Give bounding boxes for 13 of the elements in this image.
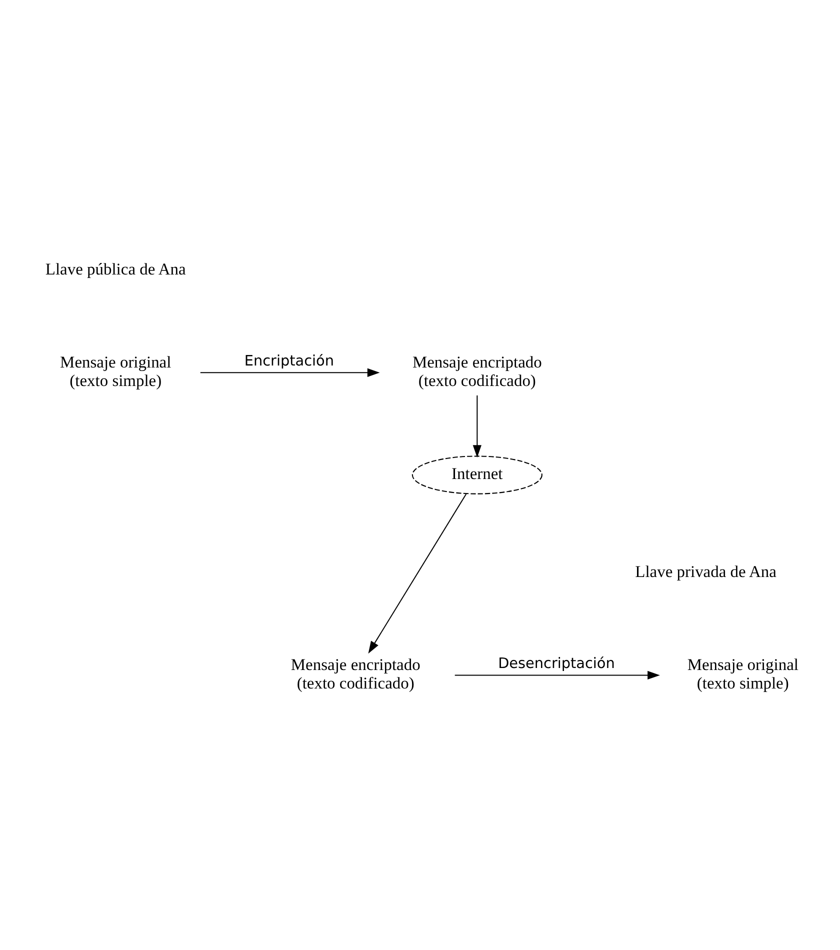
- node-text: Mensaje original (texto simple): [60, 352, 172, 390]
- node-ellipse: Internet: [412, 456, 542, 494]
- node-text: Mensaje original (texto simple): [687, 654, 798, 692]
- arrow: [200, 368, 380, 377]
- edge-label: Desencriptación: [498, 656, 615, 672]
- node-text: Mensaje encriptado (texto codificado): [412, 352, 542, 390]
- arrow: [454, 670, 660, 680]
- node-text: Mensaje encriptado (texto codificado): [290, 654, 420, 692]
- arrow: [472, 395, 482, 458]
- arrow: [368, 494, 467, 654]
- edge-label: Encriptación: [244, 354, 334, 370]
- label: Llave pública de Ana: [45, 260, 186, 279]
- label: Llave privada de Ana: [635, 562, 776, 582]
